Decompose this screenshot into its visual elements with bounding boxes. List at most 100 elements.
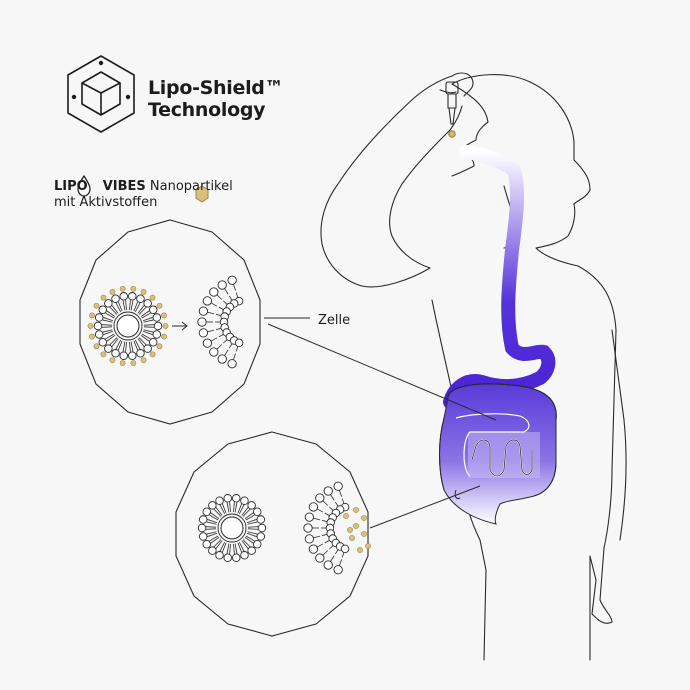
lipid-tail (215, 540, 223, 549)
lipid-tail (133, 340, 138, 351)
active-ingredient-dot (149, 351, 156, 358)
lipid-tail (207, 532, 218, 537)
lipid-tail (142, 317, 153, 322)
lipid-tail (129, 341, 131, 352)
lipid-tail (234, 502, 238, 513)
membrane-tail (339, 559, 342, 567)
caption-brand-right: VIBES (102, 179, 146, 194)
lipid-tail (138, 306, 147, 315)
active-ingredient-dot (361, 531, 367, 537)
membrane-tail (321, 534, 327, 537)
membrane-tail (321, 519, 327, 522)
lipid-tail (233, 502, 235, 513)
lipid-tail (141, 333, 151, 340)
brand-title-line2: Technology (148, 99, 266, 121)
membrane-tail (235, 292, 239, 298)
active-ingredient-dot (161, 312, 167, 319)
lipid-head (104, 344, 113, 353)
lipid-tail (206, 521, 217, 525)
lipid-head (247, 501, 256, 510)
active-ingredient-dot (89, 333, 95, 340)
lipid-head (119, 292, 128, 301)
membrane-tail (329, 545, 334, 550)
membrane-head-outer (333, 481, 343, 491)
membrane-head-outer (333, 565, 343, 575)
cell-membrane-upper (197, 275, 244, 369)
active-ingredient-dot (119, 285, 126, 292)
hexagon-gold-icon (195, 185, 209, 203)
active-ingredient-dot (357, 547, 363, 553)
lipid-tail (244, 512, 254, 520)
lipid-tail (129, 300, 131, 311)
lipid-tail (206, 531, 217, 535)
membrane-head-inner (340, 544, 350, 554)
membrane-head-outer (217, 280, 227, 290)
membrane-tail (218, 306, 224, 310)
membrane-head-outer (209, 287, 219, 297)
lipid-tail (237, 542, 242, 553)
lipid-tail (115, 340, 121, 350)
core-circle (220, 516, 244, 540)
membrane-head-outer (304, 512, 315, 522)
lipid-tail (215, 507, 223, 516)
membrane-tail (324, 512, 330, 516)
membrane-tail (334, 501, 339, 507)
lipid-tail (130, 341, 134, 352)
membrane-head-outer (209, 347, 219, 357)
membrane-tail (330, 494, 335, 501)
lipid-head (94, 313, 104, 322)
zoom-polygon-lower (175, 431, 369, 637)
membrane-tail (324, 540, 330, 544)
digestive-tract (439, 145, 557, 525)
lipid-tail (105, 333, 115, 340)
lipid-tail (242, 539, 251, 548)
membrane-tail (334, 549, 339, 555)
lipid-tail (102, 319, 113, 323)
active-ingredient-dot (87, 323, 94, 329)
membrane-tail (215, 328, 221, 331)
membrane-tail (233, 283, 236, 291)
active-ingredient-dot (89, 312, 95, 319)
active-ingredient-dot (349, 535, 355, 541)
membrane-head-outer (202, 296, 213, 306)
lipid-head (98, 337, 108, 347)
lipid-head (256, 532, 266, 541)
lipid-tail (213, 508, 222, 517)
membrane-tail (228, 295, 233, 301)
lipid-head (252, 539, 262, 549)
membrane-tail (210, 337, 218, 342)
lipid-tail (234, 543, 238, 554)
membrane-head-outer (198, 328, 209, 338)
lipid-head (104, 299, 113, 308)
lipid-head (148, 337, 158, 347)
lipid-head (148, 305, 158, 315)
lipid-tail (239, 504, 245, 514)
lipid-tail (222, 542, 227, 553)
lipid-tail (143, 329, 154, 333)
lipid-head (208, 501, 217, 510)
membrane-head-outer (308, 544, 319, 554)
active-ingredient-dot (347, 527, 353, 533)
lipid-head (240, 496, 249, 505)
membrane-tail (207, 311, 215, 315)
active-ingredient-dot (93, 343, 100, 350)
lipid-head (152, 330, 162, 339)
core-circle (116, 314, 140, 338)
lipid-tail (140, 310, 150, 318)
lipid-head (153, 321, 163, 331)
lipid-tail (245, 535, 255, 542)
active-ingredient-dot (353, 523, 359, 529)
core-ring (113, 311, 143, 341)
cube-shield-icon (67, 55, 135, 133)
lipid-tail (239, 542, 245, 552)
lipid-tail (109, 306, 118, 315)
lipid-head (202, 507, 212, 517)
lipid-tail (115, 302, 121, 312)
membrane-tail (329, 506, 334, 511)
lipid-tail (244, 536, 254, 544)
lipid-tail (111, 338, 119, 347)
lipid-head (202, 539, 212, 549)
lipid-head (215, 496, 224, 505)
lipid-tail (226, 502, 230, 513)
